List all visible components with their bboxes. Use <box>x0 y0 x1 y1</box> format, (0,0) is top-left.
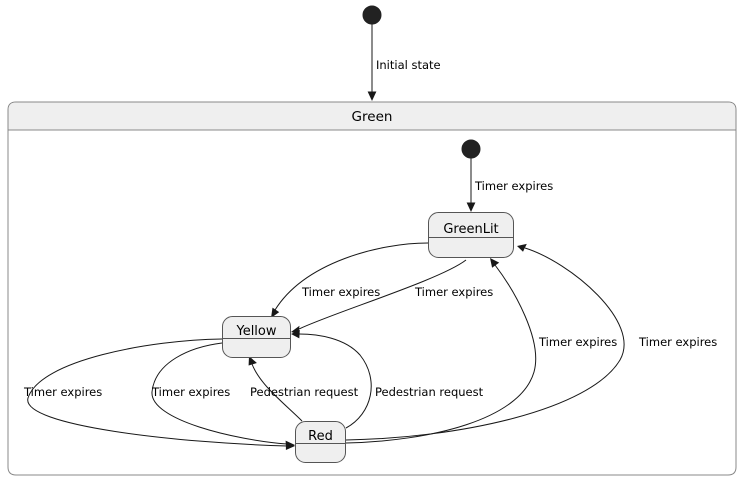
state-red[interactable]: Red <box>295 421 346 463</box>
transition-red-to-greenlit-1-path <box>345 264 537 444</box>
transition-red-to-greenlit-1[interactable]: Timer expires <box>345 258 617 444</box>
composite-state-green[interactable]: Green <box>7 101 737 476</box>
state-red-box <box>295 421 346 463</box>
transition-label-greenlit-yellow-2: Timer expires <box>414 285 493 299</box>
transition-label-initial-state: Initial state <box>376 58 441 72</box>
transition-greenlit-to-yellow-1-path <box>274 242 429 311</box>
arrow-head-greenlit-to-yellow-1 <box>271 307 280 318</box>
transition-label-red-greenlit-2: Timer expires <box>638 335 717 349</box>
arrow-head-yellow-to-red-inner <box>285 440 295 450</box>
arrow-head-red-to-yellow-2 <box>291 329 300 339</box>
transition-initial-to-green[interactable]: Initial state <box>367 24 441 101</box>
transition-red-to-yellow-2-path <box>298 333 372 429</box>
transition-greenlit-to-yellow-1[interactable]: Timer expires <box>271 242 429 318</box>
state-greenlit-box <box>428 212 514 258</box>
transition-label-red-greenlit-1: Timer expires <box>538 335 617 349</box>
composite-state-outline <box>7 101 737 476</box>
arrow-head-initial-to-greenlit <box>466 202 476 212</box>
arrow-head-initial-to-green <box>367 91 377 101</box>
arrow-head-red-to-greenlit-1 <box>490 258 500 268</box>
transition-red-to-yellow-2[interactable]: Pedestrian request <box>291 329 484 429</box>
transition-label-timer-expires-inner: Timer expires <box>474 179 553 193</box>
initial-state-node-inner[interactable] <box>461 139 481 159</box>
state-red-title: Red <box>308 429 333 444</box>
state-greenlit[interactable]: GreenLit <box>428 212 514 258</box>
state-yellow-box <box>222 316 291 358</box>
transition-yellow-to-red-inner-path <box>151 342 288 445</box>
transition-initial-to-greenlit[interactable]: Timer expires <box>466 158 554 212</box>
transition-label-yellow-red-inner: Timer expires <box>151 385 230 399</box>
transition-greenlit-to-yellow-2-path <box>298 259 467 330</box>
transition-label-yellow-red-outer: Timer expires <box>23 385 102 399</box>
transition-red-to-yellow-1[interactable]: Pedestrian request <box>248 356 359 422</box>
transition-label-pedestrian-request-1: Pedestrian request <box>250 385 359 399</box>
transition-red-to-yellow-1-path <box>251 363 303 422</box>
transition-label-pedestrian-request-2: Pedestrian request <box>375 385 484 399</box>
arrow-head-red-to-greenlit-2 <box>517 243 527 252</box>
transition-label-greenlit-yellow-1: Timer expires <box>301 285 380 299</box>
transition-yellow-to-red-inner[interactable]: Timer expires <box>151 342 295 450</box>
state-greenlit-title: GreenLit <box>443 222 498 237</box>
transition-yellow-to-red-outer-path <box>27 338 288 447</box>
state-yellow[interactable]: Yellow <box>222 316 291 358</box>
state-yellow-title: Yellow <box>235 324 276 339</box>
composite-state-title: Green <box>352 109 393 125</box>
composite-state-header-band <box>8 102 736 130</box>
transition-red-to-greenlit-2-path <box>345 247 625 441</box>
arrow-head-red-to-yellow-1 <box>248 356 257 366</box>
initial-state-node-outer[interactable] <box>362 5 382 25</box>
transition-red-to-greenlit-2[interactable]: Timer expires <box>345 243 717 441</box>
